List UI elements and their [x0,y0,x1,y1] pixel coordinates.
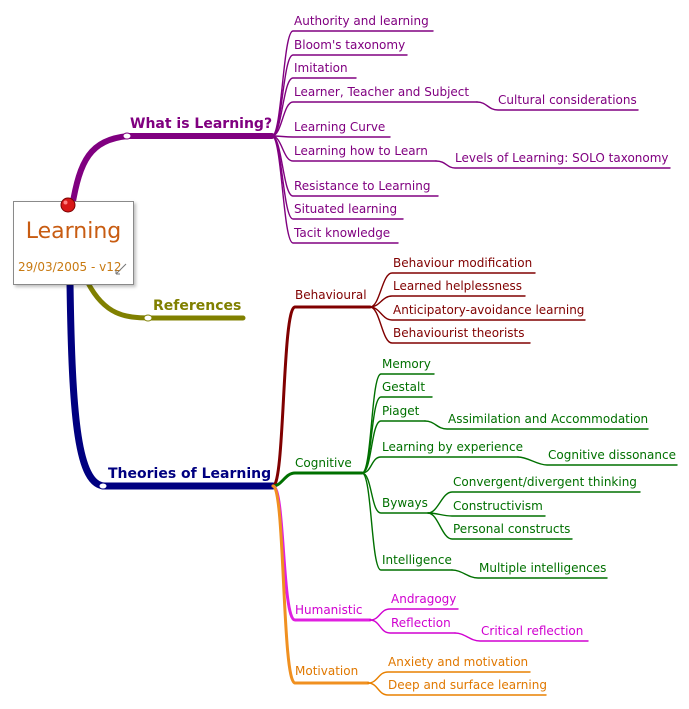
node-learned-helplessness[interactable]: Learned helplessness [393,279,522,293]
humanistic-connector [271,484,372,622]
node-tacit[interactable]: Tacit knowledge [293,226,390,240]
node-solo[interactable]: Levels of Learning: SOLO taxonomy [455,151,669,165]
node-memory[interactable]: Memory [382,357,431,371]
node-cultural[interactable]: Cultural considerations [498,93,637,107]
branch-what-label[interactable]: What is Learning? [130,116,272,132]
behavioural-links [369,272,586,344]
node-humanistic[interactable]: Humanistic [295,603,363,617]
branch-what-connector [69,133,275,210]
node-learner-teacher[interactable]: Learner, Teacher and Subject [294,85,469,99]
branch-theories-label[interactable]: Theories of Learning [108,466,271,482]
behavioural-connector [271,305,372,488]
node-convergent[interactable]: Convergent/divergent thinking [453,475,637,489]
note-corner-icon[interactable] [114,262,128,276]
node-learning-by-experience[interactable]: Learning by experience [382,440,523,454]
node-multiple-intelligences[interactable]: Multiple intelligences [479,561,606,575]
node-behavioural[interactable]: Behavioural [295,288,367,302]
node-byways[interactable]: Byways [382,496,428,510]
motivation-links [367,671,547,696]
node-anxiety[interactable]: Anxiety and motivation [388,655,528,669]
node-situated[interactable]: Situated learning [294,202,397,216]
node-reflection[interactable]: Reflection [391,616,451,630]
node-constructivism[interactable]: Constructivism [453,499,543,513]
humanistic-links [369,608,589,642]
node-personal-constructs[interactable]: Personal constructs [453,522,570,536]
node-critical-reflection[interactable]: Critical reflection [481,624,583,638]
node-learning-how[interactable]: Learning how to Learn [294,144,428,158]
cognitive-connector [271,471,364,488]
node-andragogy[interactable]: Andragogy [391,592,456,606]
central-subtitle: 29/03/2005 - v12 [18,260,122,274]
node-blooms[interactable]: Bloom's taxonomy [294,38,405,52]
node-anticipatory[interactable]: Anticipatory-avoidance learning [393,303,584,317]
references-junction-dot[interactable] [143,314,153,322]
node-authority[interactable]: Authority and learning [294,14,429,28]
node-deep-surface[interactable]: Deep and surface learning [388,678,547,692]
cognitive-links [361,373,678,579]
node-assimilation[interactable]: Assimilation and Accommodation [448,412,648,426]
node-behaviourist-theorists[interactable]: Behaviourist theorists [393,326,525,340]
node-cognitive-dissonance[interactable]: Cognitive dissonance [548,448,676,462]
branch-references-label[interactable]: References [153,298,241,314]
red-pin-icon[interactable] [58,195,78,215]
node-learning-curve[interactable]: Learning Curve [294,120,385,134]
node-imitation[interactable]: Imitation [294,61,348,75]
central-title: Learning [25,219,122,244]
what-links [271,30,671,244]
theories-junction-dot[interactable] [98,482,108,490]
central-topic[interactable]: Learning 29/03/2005 - v12 [13,201,134,285]
node-behaviour-modification[interactable]: Behaviour modification [393,256,532,270]
node-cognitive[interactable]: Cognitive [295,456,352,470]
node-gestalt[interactable]: Gestalt [382,380,425,394]
node-resistance[interactable]: Resistance to Learning [294,179,430,193]
node-motivation[interactable]: Motivation [295,664,358,678]
node-piaget[interactable]: Piaget [382,404,420,418]
motivation-connector [271,484,370,685]
what-junction-dot[interactable] [122,132,132,140]
node-intelligence[interactable]: Intelligence [382,553,452,567]
